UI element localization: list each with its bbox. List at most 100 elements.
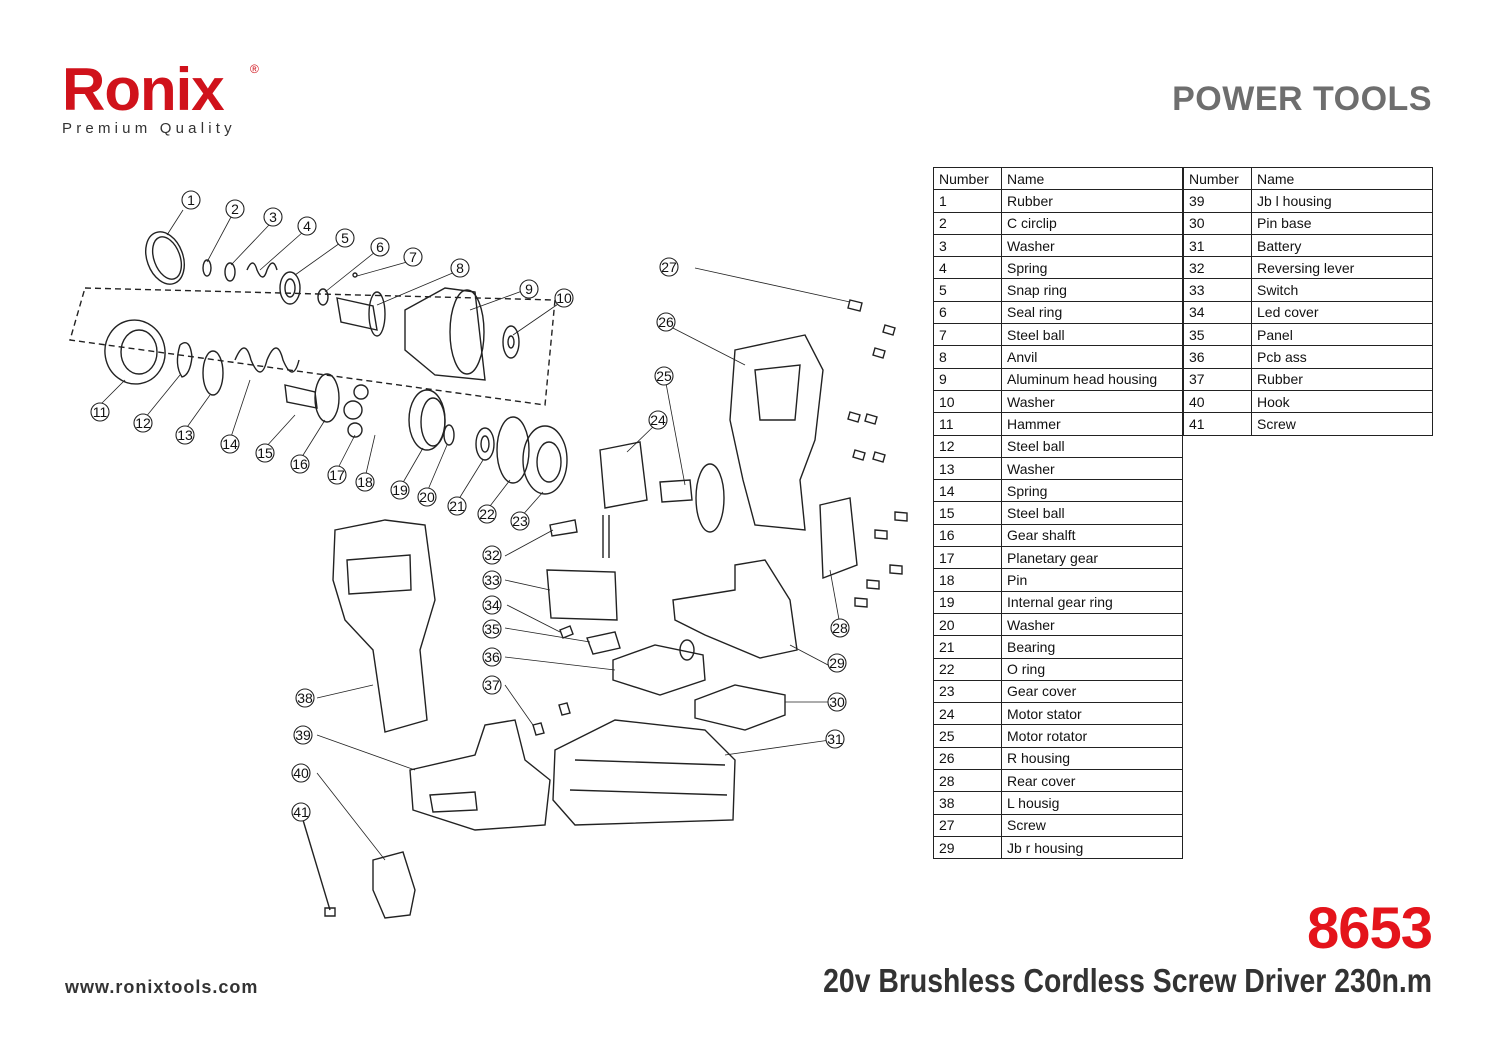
part-name: Steel ball — [1001, 323, 1183, 347]
callout-label: 3 — [269, 209, 277, 225]
callout-10: 10 — [554, 288, 574, 308]
callout-11: 11 — [90, 402, 110, 422]
part-name: Aluminum head housing — [1001, 367, 1183, 391]
callout-label: 25 — [656, 368, 672, 384]
part-number: 37 — [1183, 367, 1252, 391]
part-name: Seal ring — [1001, 300, 1183, 325]
callout-32: 32 — [482, 545, 502, 565]
callout-label: 37 — [484, 677, 500, 693]
callout-label: 16 — [292, 456, 308, 472]
callout-37: 37 — [482, 675, 502, 695]
category-title: POWER TOOLS — [1172, 80, 1432, 118]
part-name: Spring — [1001, 479, 1183, 503]
callout-label: 18 — [357, 474, 373, 490]
part-number: 38 — [933, 791, 1002, 815]
part-number: 18 — [933, 568, 1002, 592]
callout-7: 7 — [403, 247, 423, 267]
callout-label: 8 — [456, 260, 464, 276]
part-name: Internal gear ring — [1001, 590, 1183, 614]
part-number: 22 — [933, 657, 1002, 681]
callout-label: 6 — [376, 239, 384, 255]
callout-5: 5 — [335, 228, 355, 248]
callout-20: 20 — [417, 487, 437, 507]
part-name: Planetary gear — [1001, 546, 1183, 570]
part-name: Motor stator — [1001, 702, 1183, 726]
callout-label: 39 — [295, 727, 311, 743]
part-number: 14 — [933, 479, 1002, 503]
callout-8: 8 — [450, 258, 470, 278]
callout-label: 17 — [329, 467, 345, 483]
header-number: Number — [933, 166, 1002, 191]
part-number: 28 — [933, 769, 1002, 793]
part-name: Spring — [1001, 256, 1183, 280]
website-url[interactable]: www.ronixtools.com — [65, 977, 259, 997]
callout-2: 2 — [225, 199, 245, 219]
callout-label: 35 — [484, 621, 500, 637]
callout-label: 23 — [512, 513, 528, 529]
part-number: 7 — [933, 323, 1002, 347]
callout-label: 33 — [484, 572, 500, 588]
callout-label: 30 — [829, 694, 845, 710]
callout-40: 40 — [291, 763, 311, 783]
part-name: O ring — [1001, 657, 1183, 681]
callout-label: 4 — [303, 218, 311, 234]
part-name: Hook — [1251, 389, 1433, 414]
callout-24: 24 — [648, 410, 668, 430]
part-number: 40 — [1183, 389, 1252, 414]
part-number: 23 — [933, 679, 1002, 704]
part-name: Rubber — [1001, 189, 1183, 213]
callout-6: 6 — [370, 237, 390, 257]
callout-18: 18 — [355, 472, 375, 492]
callout-label: 27 — [661, 259, 677, 275]
part-name: R housing — [1001, 746, 1183, 771]
part-name: L housig — [1001, 791, 1183, 815]
part-number: 32 — [1183, 256, 1252, 280]
part-number: 15 — [933, 501, 1002, 525]
callout-41: 41 — [291, 802, 311, 822]
part-number: 35 — [1183, 323, 1252, 347]
part-name: Led cover — [1251, 300, 1433, 325]
part-number: 19 — [933, 590, 1002, 614]
callout-label: 1 — [187, 192, 195, 208]
part-number: 13 — [933, 456, 1002, 481]
callout-label: 41 — [293, 804, 309, 820]
part-name: Washer — [1001, 456, 1183, 481]
part-number: 10 — [933, 389, 1002, 414]
exploded-view-diagram: 1234567891011121314151617181920212223242… — [69, 190, 908, 919]
part-number: 2 — [933, 211, 1002, 235]
callout-label: 9 — [525, 281, 533, 297]
header-name: Name — [1001, 166, 1183, 191]
part-name: Steel ball — [1001, 501, 1183, 525]
logo-tagline: Premium Quality — [62, 120, 236, 137]
callout-23: 23 — [510, 511, 530, 531]
part-name: Rubber — [1251, 367, 1433, 391]
part-name: Pin — [1001, 568, 1183, 592]
part-name: Anvil — [1001, 345, 1183, 369]
part-number: 39 — [1183, 189, 1252, 213]
part-number: 30 — [1183, 211, 1252, 235]
callout-label: 34 — [484, 597, 500, 613]
part-number: 29 — [933, 835, 1002, 860]
part-name: Washer — [1001, 233, 1183, 258]
callout-12: 12 — [133, 413, 153, 433]
callout-label: 31 — [827, 731, 843, 747]
